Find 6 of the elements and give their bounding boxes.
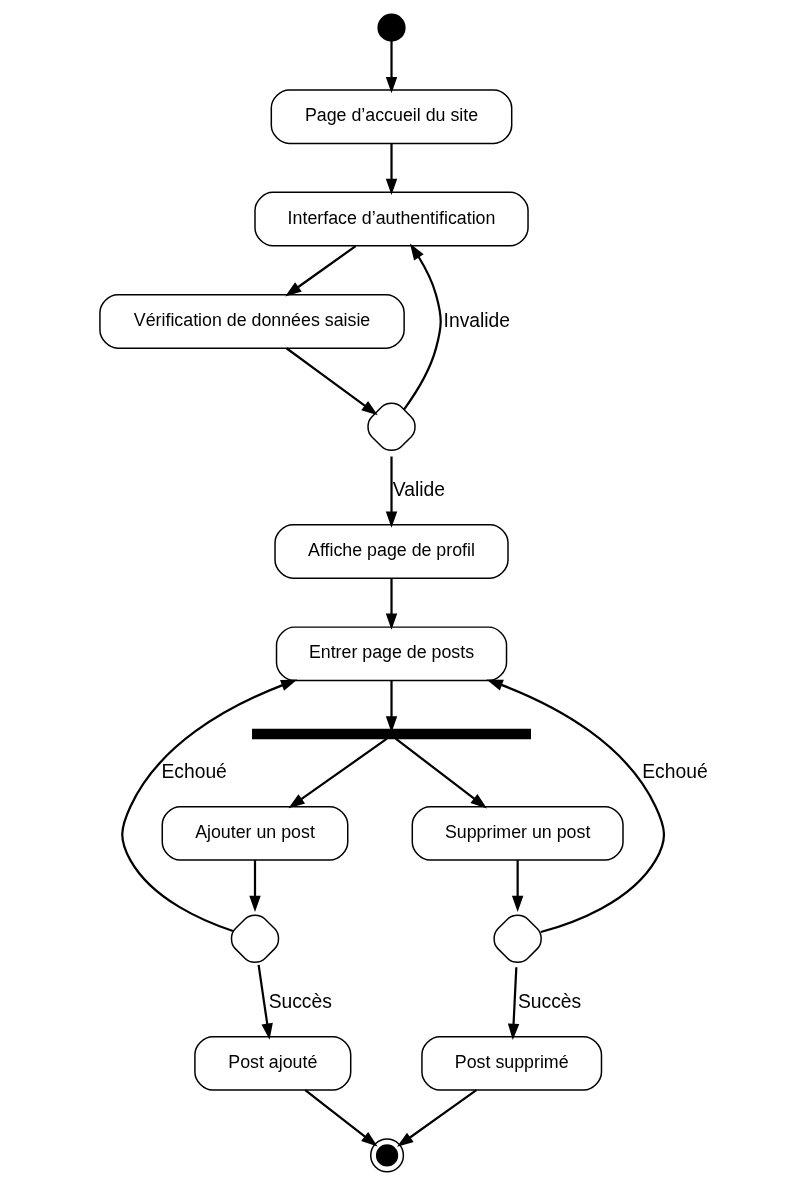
edge-label: Invalide [443, 309, 511, 331]
edge-label: Echoué [642, 760, 708, 782]
edge-label: Succès [517, 990, 582, 1012]
edge-label: Valide [392, 478, 446, 500]
edge-label: Echoué [161, 760, 227, 782]
edge-label: Succès [268, 990, 332, 1012]
